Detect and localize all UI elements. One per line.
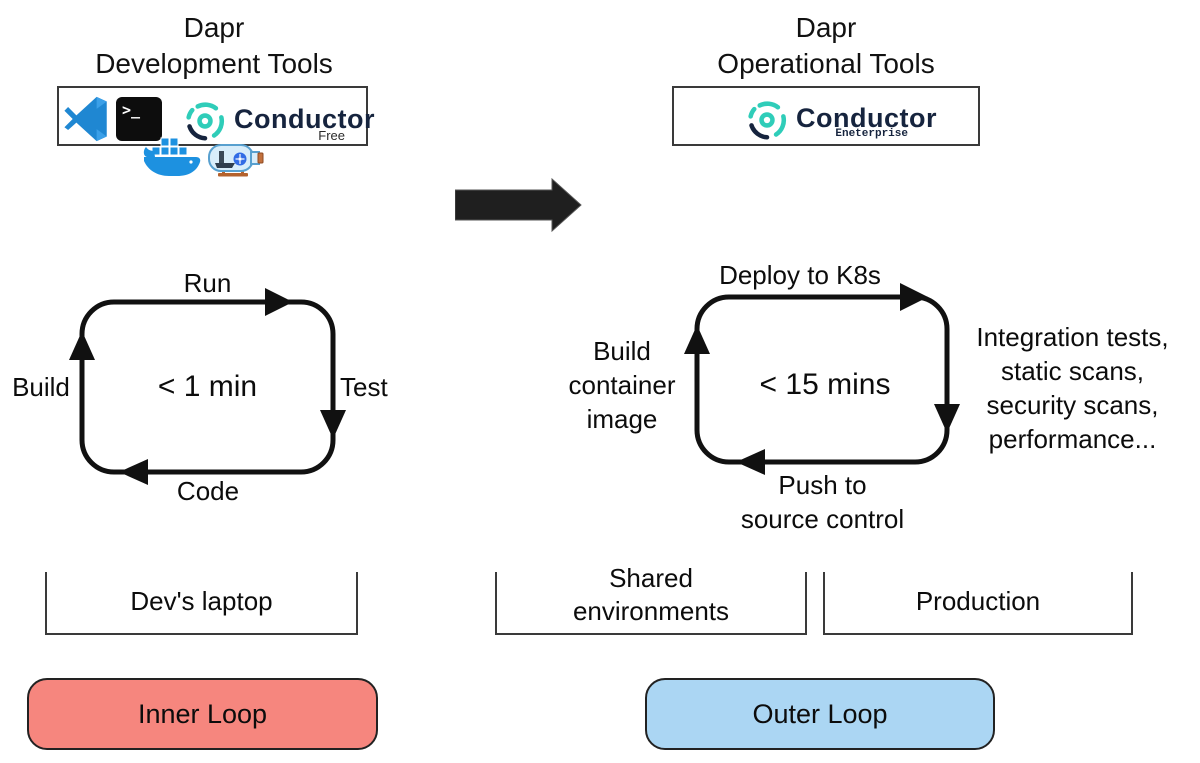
inner-loop-cycle bbox=[69, 288, 346, 485]
outer-loop-arrow-right bbox=[900, 283, 928, 311]
outer-loop-deploy-label: Deploy to K8s bbox=[719, 260, 881, 290]
devs-laptop-label: Dev's laptop bbox=[130, 586, 273, 616]
inner-loop-run-label: Run bbox=[183, 268, 232, 298]
outer-loop-build-image-label: Build container image bbox=[568, 336, 676, 434]
inner-loop-arrow-right bbox=[265, 288, 293, 316]
conductor-free-tier: Free bbox=[318, 128, 345, 143]
production-bracket: Production bbox=[823, 572, 1133, 635]
outer-loop-arrow-left bbox=[736, 449, 765, 475]
conductor-free-wordmark: Conductor bbox=[234, 104, 375, 134]
shared-environments-label: Shared environments bbox=[572, 563, 730, 626]
vscode-icon bbox=[64, 96, 107, 142]
kind-icon bbox=[208, 144, 264, 177]
conductor-free-icon bbox=[186, 102, 225, 141]
inner-loop-test-label: Test bbox=[340, 372, 388, 402]
inner-loop-arrow-left bbox=[119, 459, 148, 485]
inner-loop-arrow-up bbox=[69, 331, 95, 360]
dev-tools-title-line1: Dapr bbox=[183, 12, 245, 43]
ops-tools-title: Dapr Operational Tools bbox=[626, 10, 1026, 82]
outer-loop-cycle bbox=[684, 283, 960, 475]
dev-tools-title-line2: Development Tools bbox=[95, 48, 333, 79]
ops-tools-title-line1: Dapr bbox=[795, 12, 857, 43]
devs-laptop-bracket: Dev's laptop bbox=[45, 572, 358, 635]
ops-tools-title-line2: Operational Tools bbox=[717, 48, 935, 79]
inner-loop-arrow-down bbox=[320, 410, 346, 439]
terminal-icon bbox=[116, 97, 162, 141]
conductor-enterprise-tier: Eneterprise bbox=[835, 128, 908, 140]
outer-loop-duration: < 15 mins bbox=[759, 368, 891, 401]
inner-loop-code-label: Code bbox=[176, 476, 240, 506]
outer-loop-arrow-up bbox=[684, 325, 710, 354]
inner-loop-duration: < 1 min bbox=[157, 370, 258, 403]
outer-loop-badge-label: Outer Loop bbox=[752, 698, 888, 729]
inner-loop-badge-label: Inner Loop bbox=[137, 698, 268, 729]
inner-loop-build-label: Build bbox=[12, 372, 70, 402]
outer-loop-tests-label: Integration tests, static scans, securit… bbox=[976, 322, 1169, 454]
outer-loop-push-label: Push to source control bbox=[740, 470, 905, 534]
outer-loop-arrow-down bbox=[934, 404, 960, 433]
dev-tools-title: Dapr Development Tools bbox=[14, 10, 414, 82]
ops-tools-box bbox=[672, 86, 980, 146]
shared-environments-bracket: Shared environments bbox=[495, 563, 807, 635]
conductor-enterprise-icon bbox=[748, 101, 787, 140]
production-label: Production bbox=[915, 586, 1041, 616]
outer-loop-badge: Outer Loop bbox=[645, 678, 995, 750]
transition-arrow-icon bbox=[455, 178, 582, 233]
conductor-enterprise-wordmark: Conductor bbox=[796, 103, 937, 133]
docker-icon bbox=[143, 137, 201, 176]
inner-loop-badge: Inner Loop bbox=[27, 678, 378, 750]
